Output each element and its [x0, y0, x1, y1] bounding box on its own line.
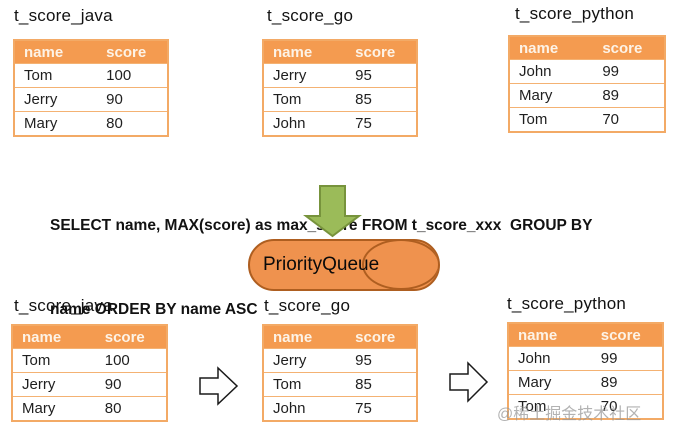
queue-end-ellipse — [362, 241, 438, 289]
table-title-java-top: t_score_java — [14, 6, 113, 25]
cell-score: 85 — [355, 91, 372, 108]
column-header-score: score — [104, 328, 145, 346]
cell-score: 90 — [106, 91, 123, 108]
cell-name: Mary — [22, 400, 56, 417]
table-go-top: name score Jerry 95 Tom 85 John 75 — [262, 39, 418, 137]
table-title-java-bottom: t_score_java — [14, 296, 113, 315]
column-header-name: name — [24, 43, 64, 61]
cell-name: John — [519, 63, 552, 80]
cell-score: 75 — [355, 115, 372, 132]
priority-queue-label: PriorityQueue — [263, 254, 380, 275]
cell-score: 89 — [600, 374, 618, 391]
table-title-python-bottom: t_score_python — [507, 294, 627, 313]
cell-score: 99 — [600, 350, 618, 367]
column-header-name: name — [519, 39, 559, 57]
cell-name: Jerry — [273, 352, 307, 369]
sql-line-1: SELECT name, MAX(score) as max_score FRO… — [50, 217, 593, 234]
table-title-go-bottom: t_score_go — [264, 296, 351, 315]
cell-score: 80 — [104, 400, 122, 417]
cell-name: Tom — [518, 398, 547, 415]
cell-name: John — [518, 350, 551, 367]
table-header: name score — [264, 326, 416, 348]
column-header-score: score — [355, 43, 396, 61]
cell-name: Tom — [273, 91, 302, 108]
table-row: Jerry 90 — [15, 87, 167, 111]
cell-name: Mary — [24, 115, 58, 132]
cell-score: 89 — [602, 87, 619, 104]
cell-name: John — [273, 115, 306, 132]
cell-name: Jerry — [22, 376, 56, 393]
cell-score: 99 — [602, 63, 619, 80]
table-title-python-top: t_score_python — [515, 4, 635, 23]
table-row: John 99 — [509, 346, 662, 370]
cell-score: 85 — [355, 376, 372, 393]
cell-name: Tom — [273, 376, 302, 393]
table-row: Tom 100 — [13, 348, 166, 372]
column-header-name: name — [273, 43, 313, 61]
column-header-name: name — [273, 328, 313, 346]
table-row: Mary 80 — [13, 396, 166, 420]
table-row: Mary 89 — [509, 370, 662, 394]
table-header: name score — [509, 324, 662, 346]
table-row: Jerry 90 — [13, 372, 166, 396]
table-row: Tom 100 — [15, 63, 167, 87]
column-header-score: score — [355, 328, 396, 346]
table-go-bottom: name score Jerry 95 Tom 85 John 75 — [262, 324, 418, 422]
table-header: name score — [15, 41, 167, 63]
table-row: Mary 80 — [15, 111, 167, 135]
column-header-score: score — [600, 326, 641, 344]
green-down-arrow-icon — [303, 185, 362, 238]
cell-name: Tom — [519, 111, 548, 128]
column-header-score: score — [106, 43, 147, 61]
column-header-name: name — [518, 326, 558, 344]
table-row: Jerry 95 — [264, 63, 416, 87]
sql-line-2: name ORDER BY name ASC — [50, 301, 258, 318]
cell-score: 80 — [106, 115, 123, 132]
watermark: @稀土掘金技术社区 — [497, 406, 642, 423]
cell-name: John — [273, 400, 306, 417]
table-row: Mary 89 — [510, 83, 664, 107]
table-title-go-top: t_score_go — [267, 6, 354, 25]
cell-name: Jerry — [273, 67, 307, 84]
cell-score: 90 — [104, 376, 122, 393]
table-row: John 75 — [264, 396, 416, 420]
table-row: John 99 — [510, 59, 664, 83]
cell-score: 95 — [355, 67, 372, 84]
right-block-arrow-icon — [449, 361, 489, 403]
table-python-top: name score John 99 Mary 89 Tom 70 — [508, 35, 666, 133]
cell-score: 70 — [602, 111, 619, 128]
table-row: Tom 85 — [264, 372, 416, 396]
cell-score: 100 — [106, 67, 132, 84]
cell-name: Mary — [518, 374, 552, 391]
table-java-bottom: name score Tom 100 Jerry 90 Mary 80 — [11, 324, 168, 422]
table-row: Tom 85 — [264, 87, 416, 111]
table-row: John 75 — [264, 111, 416, 135]
table-header: name score — [13, 326, 166, 348]
cell-name: Tom — [22, 352, 51, 369]
priority-queue-shape: PriorityQueue — [248, 239, 440, 291]
table-header: name score — [264, 41, 416, 63]
column-header-score: score — [602, 39, 643, 57]
table-python-bottom: name score John 99 Mary 89 Tom 70 — [507, 322, 664, 420]
sql-query: SELECT name, MAX(score) as max_score FRO… — [50, 156, 592, 380]
cell-score: 95 — [355, 352, 372, 369]
table-row: Jerry 95 — [264, 348, 416, 372]
table-header: name score — [510, 37, 664, 59]
cell-name: Jerry — [24, 91, 58, 108]
cell-score: 100 — [104, 352, 130, 369]
table-java-top: name score Tom 100 Jerry 90 Mary 80 — [13, 39, 169, 137]
cell-name: Mary — [519, 87, 553, 104]
cell-name: Tom — [24, 67, 53, 84]
column-header-name: name — [22, 328, 62, 346]
right-block-arrow-icon — [199, 366, 239, 406]
table-row: Tom 70 — [509, 394, 662, 418]
cell-score: 70 — [600, 398, 618, 415]
table-row: Tom 70 — [510, 107, 664, 131]
cell-score: 75 — [355, 400, 372, 417]
